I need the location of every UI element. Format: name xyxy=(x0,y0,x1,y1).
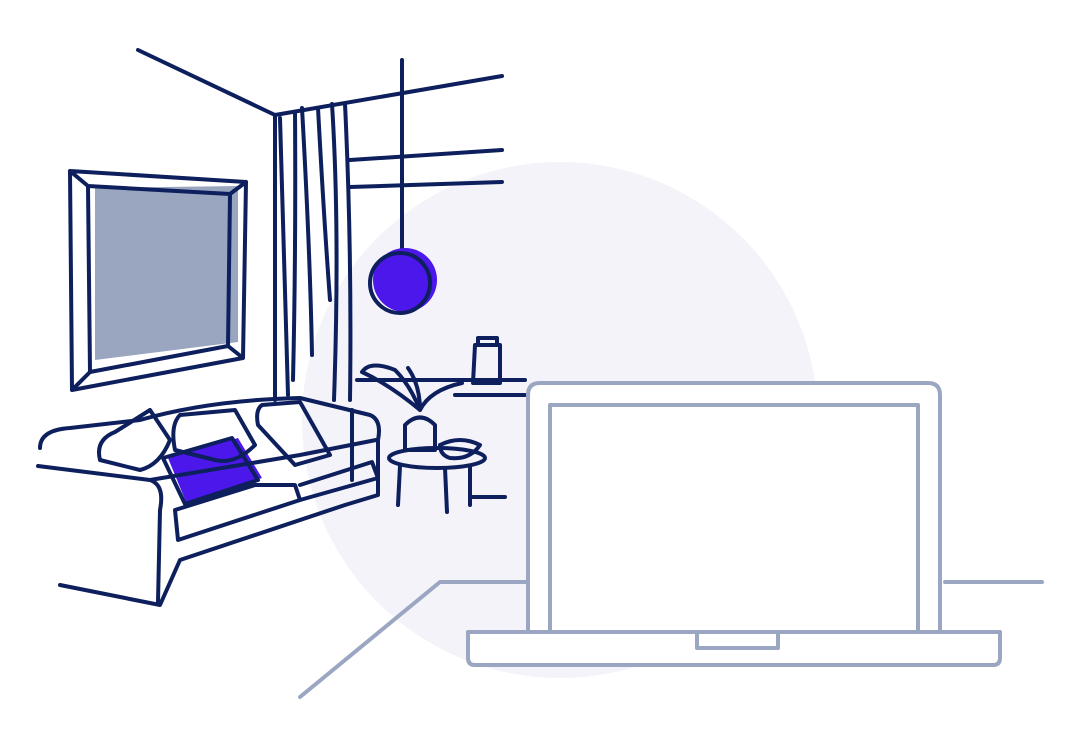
illustration-stroke xyxy=(403,415,437,452)
illustration-stroke xyxy=(171,408,257,463)
window-icon xyxy=(68,169,248,392)
illustration-stroke xyxy=(255,400,332,467)
illustration-stroke xyxy=(471,336,502,385)
side-table-icon xyxy=(387,446,487,514)
shelf-and-plant xyxy=(355,336,527,461)
floor-lines xyxy=(298,580,1044,699)
illustration-stroke xyxy=(387,446,487,470)
illustration-stroke xyxy=(136,48,504,117)
illustration-stroke xyxy=(38,396,381,607)
laptop-icon xyxy=(466,381,1002,667)
illustration-stroke xyxy=(148,438,378,482)
illustration-stroke xyxy=(161,436,260,506)
illustration-stroke xyxy=(173,483,302,542)
illustration-stroke xyxy=(396,464,472,514)
illustration-stroke xyxy=(95,186,238,360)
illustration-stroke xyxy=(278,102,353,402)
illustration-stroke xyxy=(348,148,504,189)
sofa-icon xyxy=(36,396,381,607)
curtain-icon xyxy=(278,102,353,402)
illustration-stroke xyxy=(97,408,172,472)
illustration-stroke xyxy=(298,580,1044,699)
illustration-stroke xyxy=(548,403,920,632)
illustration-stroke xyxy=(695,630,780,650)
illustration-stroke xyxy=(36,396,381,607)
illustration-stroke xyxy=(298,460,380,502)
illustration-stroke xyxy=(526,381,942,632)
illustration-stroke xyxy=(438,438,482,461)
illustration-stroke xyxy=(68,169,248,392)
pendant-lamp-icon xyxy=(368,58,437,315)
illustration-stroke xyxy=(36,464,164,604)
illustration-stroke xyxy=(368,251,432,315)
illustration-stroke xyxy=(360,363,464,412)
